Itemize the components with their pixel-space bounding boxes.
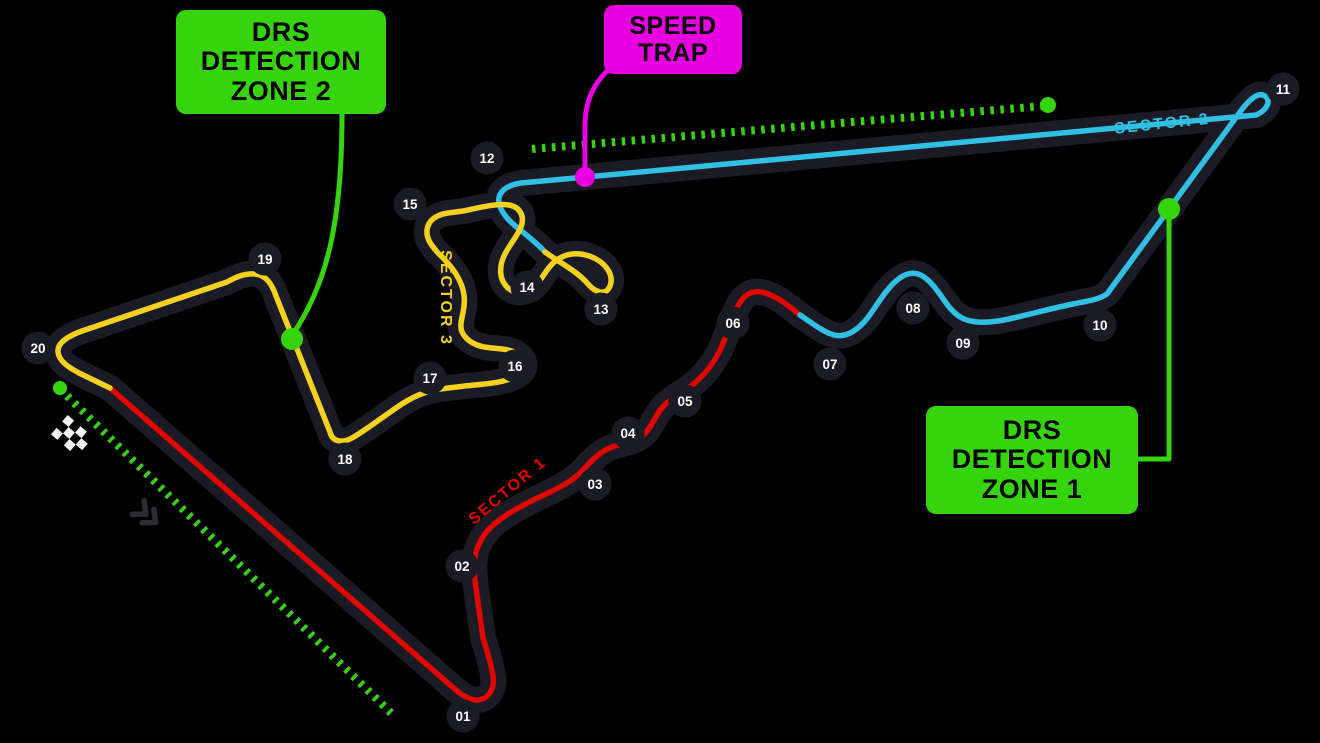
corner-marker: 09 — [946, 326, 980, 360]
direction-arrow-icon — [129, 497, 159, 526]
corner-marker: 07 — [813, 347, 847, 381]
drs-zone-dashed-line-main-straight — [57, 386, 394, 716]
speed-trap-line-1: SPEED — [629, 11, 717, 40]
corner-marker-circle — [21, 331, 55, 365]
corner-marker-circle — [470, 141, 504, 175]
corner-number: 19 — [257, 252, 272, 267]
corner-number: 03 — [587, 477, 603, 492]
corner-marker-circle — [813, 347, 847, 381]
corner-number: 05 — [677, 394, 693, 409]
corner-number: 20 — [30, 341, 45, 356]
speed-trap-line-2: TRAP — [637, 38, 709, 67]
corner-marker: 12 — [470, 141, 504, 175]
corner-marker-circle — [248, 242, 282, 276]
sector-3-line — [55, 201, 614, 444]
drs-detection-point-2 — [281, 328, 303, 350]
corner-marker: 14 — [510, 270, 544, 304]
corner-marker: 19 — [248, 242, 282, 276]
drs-detection-zone-2-line-1: DRS — [251, 17, 311, 48]
corner-marker: 04 — [611, 416, 645, 450]
corner-marker: 17 — [413, 361, 447, 395]
corner-number: 02 — [454, 559, 469, 574]
corner-number: 08 — [905, 301, 921, 316]
corner-marker-circle — [668, 384, 702, 418]
corner-marker: 10 — [1083, 308, 1117, 342]
corner-marker: 11 — [1266, 72, 1300, 106]
drs-zone-start-dot-back-straight — [1040, 97, 1056, 113]
drs-detection-zone-1-line-3: ZONE 1 — [981, 473, 1083, 504]
corner-number: 11 — [1276, 82, 1291, 97]
corner-marker-circle — [393, 187, 427, 221]
drs-detection-zone-2-connector — [290, 113, 345, 336]
corner-number: 04 — [620, 426, 636, 441]
corner-number: 16 — [507, 359, 523, 374]
corner-marker: 05 — [668, 384, 702, 418]
track-band — [45, 81, 1281, 714]
corner-marker-circle — [1083, 308, 1117, 342]
corner-number: 09 — [955, 336, 970, 351]
corner-number: 17 — [422, 371, 437, 386]
corner-marker-circle — [328, 442, 362, 476]
corner-number: 07 — [822, 357, 837, 372]
drs-detection-zone-2-label: DRS DETECTION ZONE 2 — [176, 10, 386, 114]
corner-markers-layer: 01 02 03 04 05 06 07 08 09 10 11 12 13 14 15 16 17 18 19 20 — [21, 72, 1300, 733]
drs-detection-zone-2-line-2: DETECTION — [200, 46, 362, 77]
start-finish-flag-icon — [50, 415, 88, 452]
corner-marker: 01 — [446, 699, 480, 733]
corner-marker-circle — [446, 699, 480, 733]
corner-number: 10 — [1092, 318, 1107, 333]
corner-marker-circle — [1266, 72, 1300, 106]
corner-number: 18 — [337, 452, 353, 467]
corner-number: 12 — [479, 151, 494, 166]
corner-number: 15 — [402, 197, 418, 212]
corner-marker: 02 — [445, 549, 479, 583]
corner-marker-circle — [584, 292, 618, 326]
corner-marker: 13 — [584, 292, 618, 326]
corner-number: 06 — [725, 316, 741, 331]
drs-zone-start-dot-main-straight — [53, 381, 67, 395]
corner-marker-circle — [716, 306, 750, 340]
corner-marker: 18 — [328, 442, 362, 476]
corner-marker: 16 — [498, 349, 532, 383]
speed-trap-connector — [582, 68, 610, 170]
corner-number: 14 — [519, 280, 535, 295]
corner-marker-circle — [611, 416, 645, 450]
corner-marker-circle — [946, 326, 980, 360]
sector-1-line — [107, 288, 803, 703]
corner-marker: 06 — [716, 306, 750, 340]
drs-detection-zone-2-line-3: ZONE 2 — [230, 75, 332, 106]
sector-2-line — [496, 92, 1271, 339]
drs-detection-zone-1-line-1: DRS — [1002, 415, 1062, 446]
corner-marker-circle — [445, 549, 479, 583]
speed-trap-label: SPEED TRAP — [604, 5, 742, 74]
corner-marker: 15 — [393, 187, 427, 221]
drs-detection-point-1 — [1158, 198, 1180, 220]
corner-marker: 20 — [21, 331, 55, 365]
track-band-sector-1 — [97, 278, 813, 714]
corner-number: 13 — [593, 302, 609, 317]
corner-marker-circle — [510, 270, 544, 304]
corner-marker: 08 — [896, 291, 930, 325]
corner-marker-circle — [413, 361, 447, 395]
corner-marker-circle — [578, 467, 612, 501]
drs-detection-zone-1-label: DRS DETECTION ZONE 1 — [926, 406, 1138, 514]
corner-marker-circle — [498, 349, 532, 383]
corner-marker-circle — [896, 291, 930, 325]
sector-3-label: SECTOR 3 — [437, 250, 454, 346]
corner-number: 01 — [455, 709, 471, 724]
drs-detection-zone-1-line-2: DETECTION — [951, 444, 1113, 475]
speed-trap-point — [575, 167, 595, 187]
corner-marker: 03 — [578, 467, 612, 501]
drs-detection-zone-1-connector — [1138, 216, 1172, 462]
